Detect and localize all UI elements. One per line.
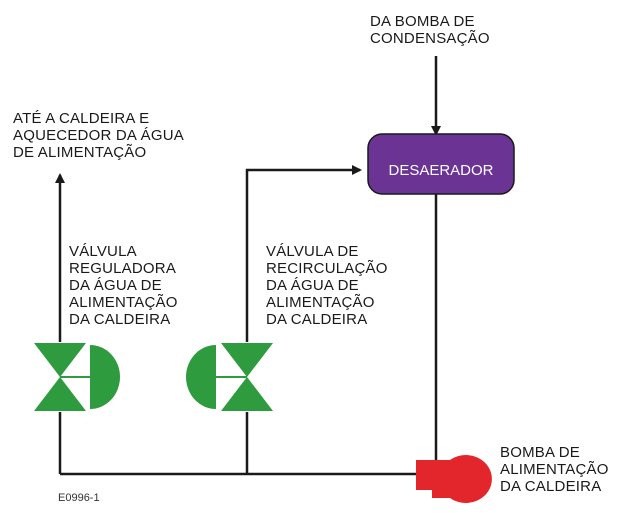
feed-pump-label: BOMBA DE ALIMENTAÇÃO DA CALDEIRA: [500, 444, 609, 495]
regulating-valve-icon: [34, 343, 120, 411]
feed-pump-icon: [416, 455, 492, 503]
regulating-valve-label: VÁLVULA REGULADORA DA ÁGUA DE ALIMENTAÇÃ…: [69, 243, 178, 328]
recirculation-valve-label: VÁLVULA DE RECIRCULAÇÃO DA ÁGUA DE ALIME…: [266, 243, 388, 328]
pipes: [55, 56, 441, 476]
to-boiler-label: ATÉ A CALDEIRA E AQUECEDOR DA ÁGUA DE AL…: [13, 110, 184, 161]
recirculation-valve-icon: [186, 343, 273, 411]
figure-code: E0996-1: [58, 492, 100, 504]
condensate-source-label: DA BOMBA DE CONDENSAÇÃO: [370, 13, 490, 47]
deaerator-label: DESAERADOR: [388, 161, 494, 179]
recirc-return-pipe: [245, 165, 362, 342]
deaerator-vessel: [367, 133, 515, 195]
